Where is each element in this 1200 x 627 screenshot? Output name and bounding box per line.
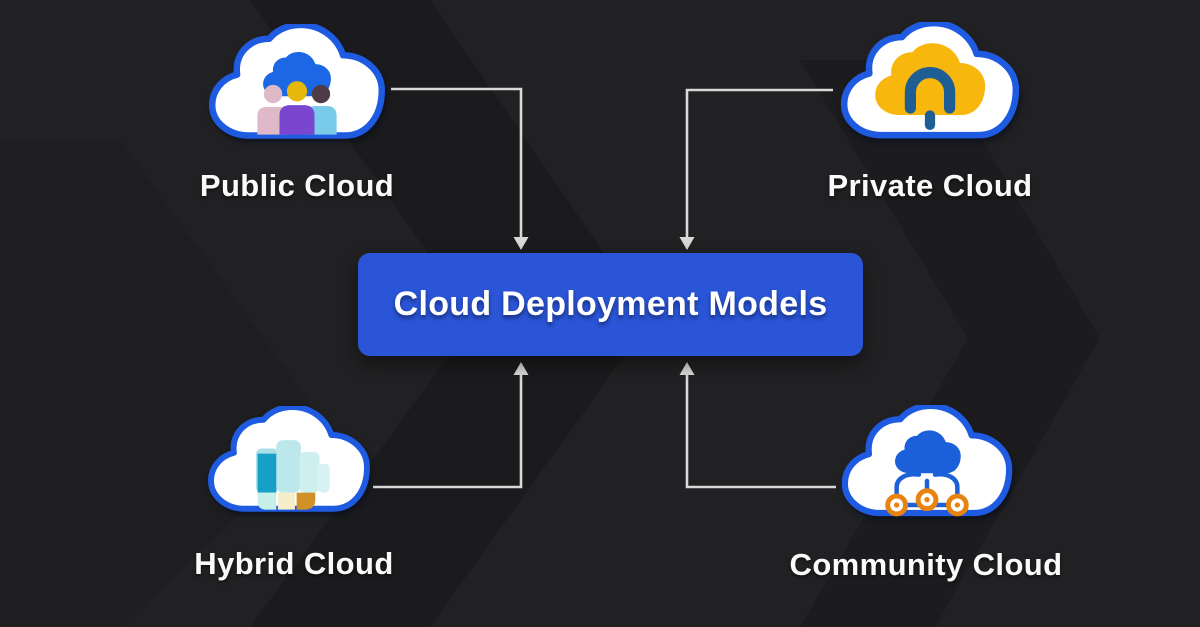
center-title-box: Cloud Deployment Models [358, 253, 863, 356]
connector-private-to-center [685, 88, 833, 238]
private-cloud-node: Private Cloud [827, 22, 1032, 203]
arrowhead-up-right [679, 362, 695, 375]
public-cloud-label: Public Cloud [199, 168, 395, 203]
community-cloud-label: Community Cloud [789, 547, 1063, 582]
lock-icon [904, 67, 956, 130]
connector-public-to-center [391, 87, 523, 238]
private-cloud-label: Private Cloud [827, 168, 1033, 203]
connector-hybrid-to-center [373, 374, 523, 489]
center-title: Cloud Deployment Models [393, 285, 828, 323]
people-group-icon [257, 81, 337, 135]
arrowhead-up-left [513, 362, 529, 375]
private-cloud-icon [832, 22, 1028, 153]
public-cloud-node: Public Cloud [200, 24, 394, 203]
hybrid-bars-icon [255, 440, 330, 510]
hybrid-cloud-icon [200, 406, 378, 525]
community-cloud-icon [833, 405, 1021, 517]
hybrid-cloud-label: Hybrid Cloud [194, 546, 394, 581]
arrowhead-down-left [513, 237, 529, 250]
community-cloud-node: Community Cloud [790, 405, 1062, 582]
network-nodes [885, 488, 969, 517]
connector-community-to-center [685, 374, 836, 489]
public-cloud-icon [200, 24, 394, 153]
arrowhead-down-right [679, 237, 695, 250]
hybrid-cloud-node: Hybrid Cloud [194, 406, 393, 581]
